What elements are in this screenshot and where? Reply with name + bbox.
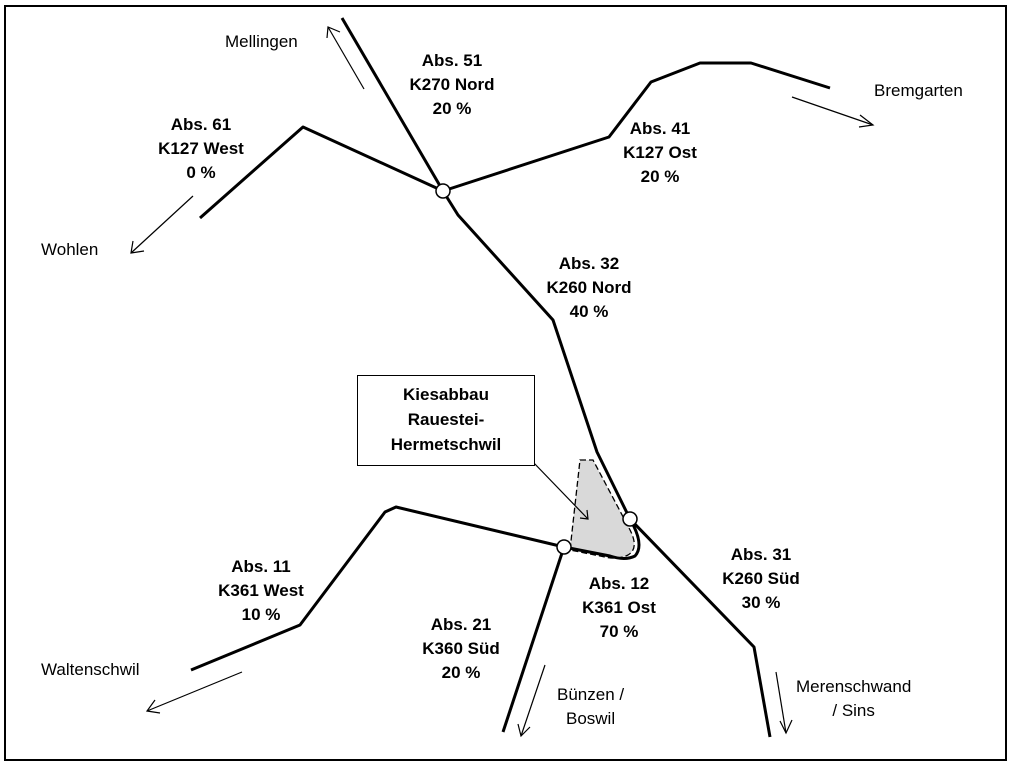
junction-north [435,183,451,199]
site-label-line: Rauestei- [407,410,485,429]
road-k127-west [199,125,444,220]
section-road: K270 Nord [409,75,495,94]
site-label-line: Kiesabbau [403,385,489,404]
section-label-abs-12: Abs. 12 K361 Ost 70 % [582,572,656,644]
road-k260-nord [441,190,632,520]
arrow-bremgarten-icon [791,96,875,128]
section-road: K127 Ost [623,143,697,162]
section-percent: 20 % [432,99,472,118]
arrow-merenschwand-icon [775,671,793,735]
section-road: K260 Nord [546,278,632,297]
section-label-abs-32: Abs. 32 K260 Nord 40 % [546,252,631,324]
destination-mellingen: Mellingen [225,30,298,54]
section-percent: 10 % [241,605,281,624]
arrow-waltenschwil-icon [145,671,243,714]
destination-text: Bünzen / [557,685,625,704]
destination-text: Boswil [565,709,616,728]
destination-text: Merenschwand [796,677,912,696]
section-road: K361 West [218,581,304,600]
junction-east [622,511,638,527]
section-number: Abs. 51 [421,51,483,70]
gravel-site-label-box: Kiesabbau Rauestei- Hermetschwil [357,375,535,466]
arrow-wohlen-icon [130,195,194,254]
section-label-abs-51: Abs. 51 K270 Nord 20 % [409,49,494,121]
section-number: Abs. 21 [430,615,492,634]
section-percent: 20 % [441,663,481,682]
gravel-site-area [569,459,635,559]
section-percent: 40 % [569,302,609,321]
road-k270-nord [340,17,445,192]
section-percent: 0 % [186,163,216,182]
section-label-abs-21: Abs. 21 K360 Süd 20 % [422,613,499,685]
junction-south [556,539,572,555]
section-road: K260 Süd [722,569,800,588]
destination-text: Waltenschwil [41,660,140,679]
destination-text: Wohlen [41,240,99,259]
destination-text: / Sins [832,701,875,720]
site-label-line: Hermetschwil [390,435,502,454]
section-percent: 20 % [640,167,680,186]
road-k360-sued [501,546,566,733]
section-number: Abs. 61 [170,115,232,134]
destination-wohlen: Wohlen [41,238,98,262]
destination-bremgarten: Bremgarten [874,79,963,103]
section-label-abs-31: Abs. 31 K260 Süd 30 % [722,543,799,615]
section-label-abs-41: Abs. 41 K127 Ost 20 % [623,117,697,189]
section-number: Abs. 12 [588,574,650,593]
section-number: Abs. 31 [730,545,792,564]
destination-buenzen-boswil: Bünzen / Boswil [557,683,624,731]
arrow-site-pointer-icon [531,460,589,520]
section-label-abs-11: Abs. 11 K361 West 10 % [218,555,304,627]
section-road: K360 Süd [422,639,500,658]
section-number: Abs. 32 [558,254,620,273]
section-road: K361 Ost [582,598,656,617]
section-number: Abs. 11 [231,557,291,576]
destination-text: Mellingen [225,32,298,51]
destination-text: Bremgarten [874,81,963,100]
section-label-abs-61: Abs. 61 K127 West 0 % [158,113,244,185]
section-percent: 30 % [741,593,781,612]
road-k260-sued [628,517,772,738]
arrow-buenzen-icon [517,664,546,738]
section-number: Abs. 41 [629,119,691,138]
destination-merenschwand-sins: Merenschwand / Sins [796,675,911,723]
road-k361-west [190,505,565,672]
road-k127-ost [442,61,831,193]
road-k361-ost [563,518,641,560]
destination-waltenschwil: Waltenschwil [41,658,140,682]
arrow-mellingen-icon [326,26,365,90]
section-road: K127 West [158,139,244,158]
section-percent: 70 % [599,622,639,641]
